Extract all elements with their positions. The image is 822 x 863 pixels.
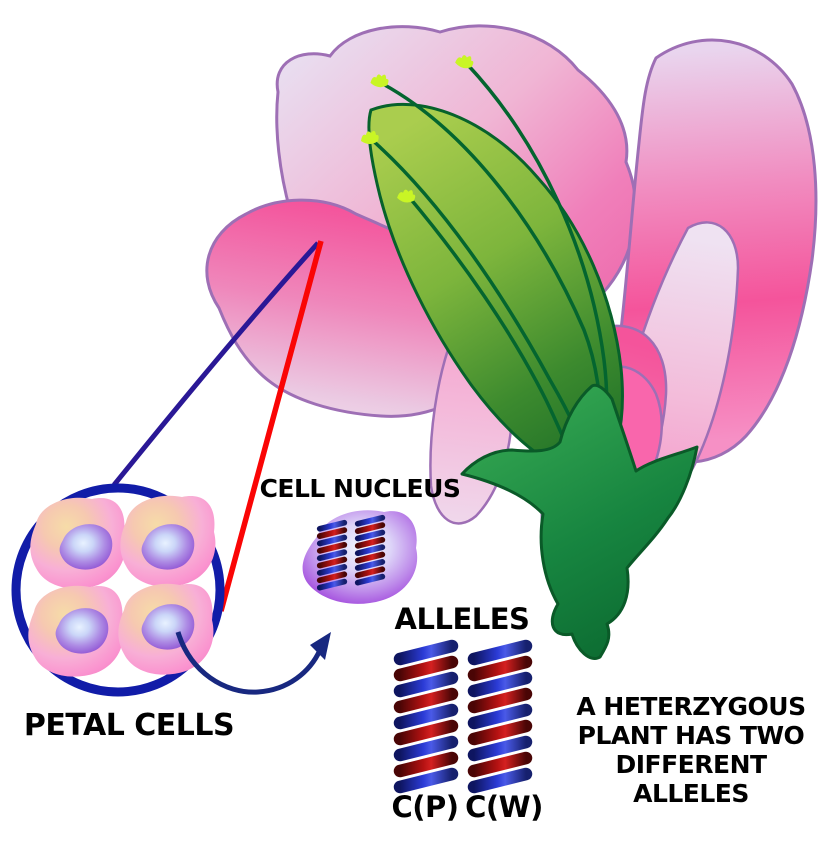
dna-helix-icon: [320, 523, 344, 588]
arrowhead-icon: [310, 632, 331, 660]
petal-cell: [120, 495, 216, 587]
dna-helix-allele-w: [474, 646, 526, 787]
caption-line: A HETERZYGOUS: [576, 692, 806, 721]
petal-cells-magnified-view: [11, 483, 225, 697]
petal-cell: [118, 583, 214, 675]
sweet-pea-flower-illustration: [205, 24, 818, 660]
calyx-and-stem: [460, 383, 699, 660]
allele-cp-label: C(P): [391, 790, 459, 824]
pointer-lines: [112, 240, 324, 612]
cell-nucleus-illustration: [302, 510, 418, 604]
petal-cell: [28, 585, 124, 677]
cell-nucleus-label: CELL NUCLEUS: [259, 474, 461, 503]
alleles-label: ALLELES: [394, 602, 530, 636]
dna-helix-allele-p: [400, 646, 452, 787]
caption-line: DIFFERENT: [615, 750, 767, 779]
pointer-line-blue: [112, 241, 320, 487]
caption-line: ALLELES: [633, 779, 749, 808]
caption-line: PLANT HAS TWO: [577, 721, 805, 750]
curved-arrow: [175, 631, 331, 695]
petal-cell: [30, 497, 126, 589]
petal-cells-label: PETAL CELLS: [23, 708, 235, 743]
dna-helix-icon: [358, 518, 382, 583]
curved-arrow-shaft: [175, 631, 323, 695]
allele-cw-label: C(W): [465, 790, 543, 824]
pointer-line-red: [218, 240, 324, 612]
allele-helices: [400, 646, 526, 787]
heterozygous-caption: A HETERZYGOUS PLANT HAS TWO DIFFERENT AL…: [560, 692, 822, 808]
